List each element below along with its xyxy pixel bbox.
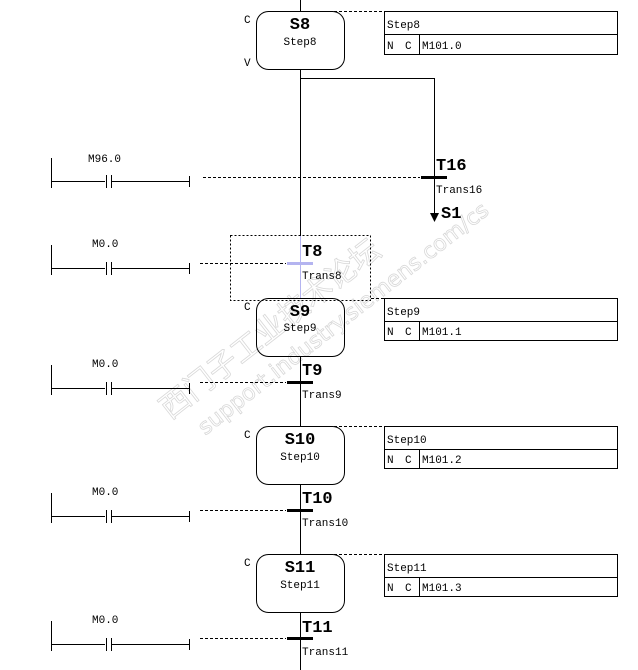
- jump-target: S1: [441, 205, 461, 224]
- step-s9[interactable]: S9 Step9 C: [244, 298, 345, 357]
- action-name: Step10: [387, 435, 427, 447]
- action-address: M101.2: [422, 455, 462, 467]
- contact-t10[interactable]: M0.0: [51, 487, 190, 523]
- step-name: Step11: [280, 580, 320, 592]
- contact-t9[interactable]: M0.0: [51, 359, 190, 395]
- transition-t10[interactable]: T10 Trans10: [287, 490, 348, 530]
- transition-name: Trans16: [436, 185, 482, 197]
- contact-address: M0.0: [92, 359, 118, 371]
- contact-t11[interactable]: M0.0: [51, 615, 190, 651]
- transition-name: Trans10: [302, 518, 348, 530]
- transition-name: Trans8: [302, 271, 342, 283]
- step-marker-v: V: [244, 58, 251, 70]
- action-flag: C: [405, 327, 412, 339]
- step-marker-c: C: [244, 302, 251, 314]
- action-block-s10[interactable]: Step10 N C M101.2: [384, 426, 618, 469]
- step-number: S9: [290, 303, 310, 322]
- alternative-branch: [300, 78, 439, 222]
- action-flag: C: [405, 455, 412, 467]
- jump-arrow-icon: [430, 213, 439, 222]
- action-address: M101.1: [422, 327, 462, 339]
- contact-address: M0.0: [92, 615, 118, 627]
- transition-name: Trans11: [302, 647, 349, 659]
- transition-t16[interactable]: T16 Trans16 S1: [421, 157, 482, 224]
- action-qualifier: N: [387, 455, 394, 467]
- step-name: Step9: [283, 323, 316, 335]
- action-block-s9[interactable]: Step9 N C M101.1: [384, 298, 618, 341]
- step-number: S10: [285, 431, 316, 450]
- action-flag: C: [405, 583, 412, 595]
- transition-t8[interactable]: T8 Trans8: [287, 243, 342, 283]
- action-name: Step9: [387, 307, 420, 319]
- action-name: Step8: [387, 20, 420, 32]
- step-name: Step8: [283, 37, 316, 49]
- transition-name: Trans9: [302, 390, 342, 402]
- action-block-s8[interactable]: Step8 N C M101.0: [384, 11, 618, 55]
- contact-address: M0.0: [92, 487, 118, 499]
- step-s8[interactable]: S8 Step8 C V: [244, 11, 345, 71]
- transition-t9[interactable]: T9 Trans9: [287, 362, 342, 402]
- action-block-s11[interactable]: Step11 N C M101.3: [384, 554, 618, 597]
- step-marker-c: C: [244, 15, 251, 27]
- step-marker-c: C: [244, 430, 251, 442]
- transition-t11[interactable]: T11 Trans11: [287, 619, 349, 659]
- action-qualifier: N: [387, 583, 394, 595]
- step-number: S11: [285, 559, 316, 578]
- action-name: Step11: [387, 563, 427, 575]
- step-s10[interactable]: S10 Step10 C: [244, 426, 345, 485]
- step-s11[interactable]: S11 Step11 C: [244, 554, 345, 613]
- transition-number: T11: [302, 619, 333, 638]
- transition-number: T10: [302, 490, 333, 509]
- contact-t8[interactable]: M0.0: [51, 239, 190, 275]
- action-address: M101.0: [422, 41, 462, 53]
- contact-t16[interactable]: M96.0: [51, 154, 190, 188]
- step-name: Step10: [280, 452, 320, 464]
- action-flag: C: [405, 41, 412, 53]
- action-qualifier: N: [387, 327, 394, 339]
- contact-address: M0.0: [92, 239, 118, 251]
- action-qualifier: N: [387, 41, 394, 53]
- selection-frame: [230, 235, 371, 301]
- transition-number: T8: [302, 243, 322, 262]
- step-marker-c: C: [244, 558, 251, 570]
- watermark-line1: 西门子工业技术论坛: [153, 232, 387, 426]
- step-number: S8: [290, 16, 310, 35]
- contact-address: M96.0: [88, 154, 121, 166]
- transition-number: T16: [436, 157, 467, 176]
- action-address: M101.3: [422, 583, 462, 595]
- transition-number: T9: [302, 362, 322, 381]
